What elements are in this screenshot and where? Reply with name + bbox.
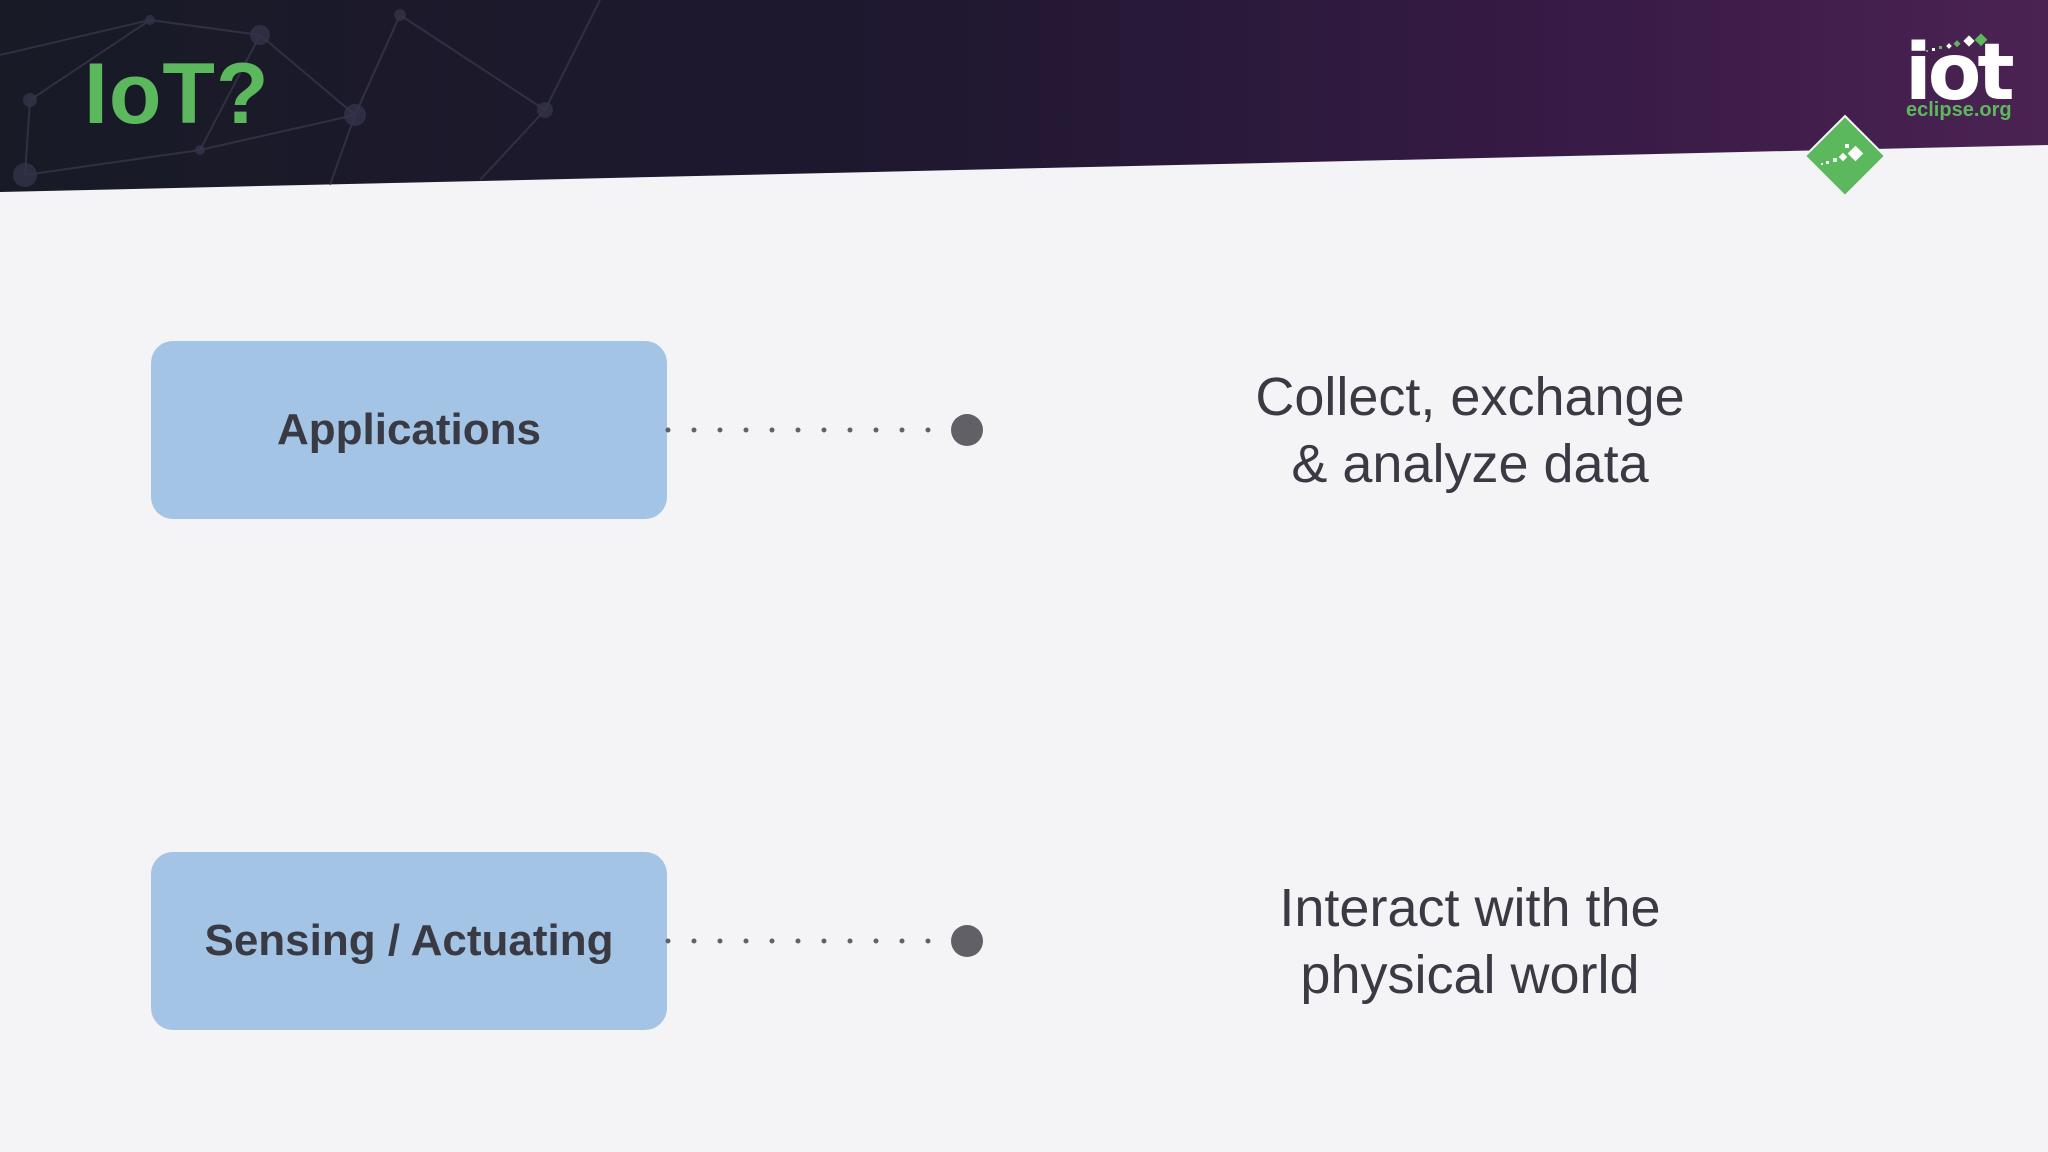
description-line: Interact with the [1279, 878, 1661, 938]
sensing-description: Interact with the physical world [1170, 875, 1770, 1009]
description-line: & analyze data [1291, 434, 1649, 494]
logo-pixel-dots-icon [1926, 33, 1988, 52]
sensing-actuating-box: Sensing / Actuating [151, 852, 667, 1030]
applications-description: Collect, exchange & analyze data [1170, 364, 1770, 498]
applications-box: Applications [151, 341, 667, 519]
connector-endpoint-icon [951, 925, 983, 957]
green-diamond-icon [1803, 114, 1887, 198]
applications-connector [665, 414, 983, 446]
applications-label: Applications [276, 405, 542, 454]
slide-title: IoT? [84, 46, 270, 142]
connector-endpoint-icon [951, 414, 983, 446]
eclipse-iot-logo: iot eclipse.org [1795, 25, 2035, 205]
sensing-actuating-label: Sensing / Actuating [204, 916, 614, 965]
network-decoration [0, 0, 601, 186]
description-line: physical world [1300, 945, 1640, 1005]
description-line: Collect, exchange [1255, 367, 1685, 427]
sensing-connector [665, 925, 983, 957]
header-band [0, 0, 2048, 192]
logo-wordmark: iot [1905, 28, 2015, 118]
logo-subtext: eclipse.org [1906, 99, 2012, 121]
